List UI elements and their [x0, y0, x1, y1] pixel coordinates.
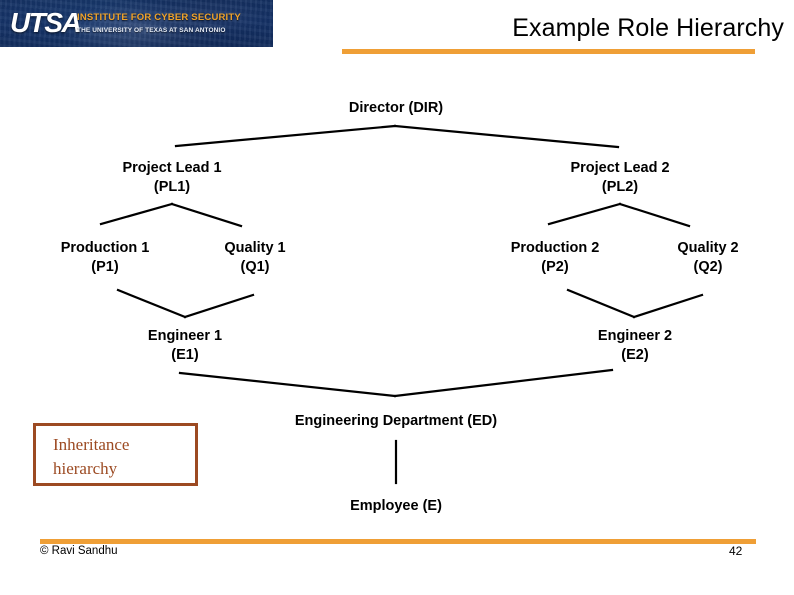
node-q2-code: (Q2) — [693, 258, 723, 275]
utsa-ics-banner: UTSA INSTITUTE FOR CYBER SECURITY THE UN… — [0, 0, 273, 47]
node-pl1-label: Project Lead 1 — [122, 160, 222, 176]
node-q2: Quality 2 (Q2) — [628, 239, 788, 277]
node-e-label: Employee (E) — [350, 498, 442, 514]
edge-q1-e1 — [183, 293, 255, 319]
edge-p1-e1 — [116, 288, 187, 319]
university-subtitle: THE UNIVERSITY OF TEXAS AT SAN ANTONIO — [77, 27, 226, 35]
node-pl2-code: (PL2) — [601, 178, 639, 195]
node-e2: Engineer 2 (E2) — [535, 327, 735, 365]
node-p2-code: (P2) — [541, 258, 569, 275]
node-q1: Quality 1 (Q1) — [175, 239, 335, 277]
node-e1-code: (E1) — [171, 346, 199, 363]
node-pl1: Project Lead 1 (PL1) — [72, 159, 272, 197]
edge-pl2-p2 — [547, 202, 622, 226]
node-pl2: Project Lead 2 (PL2) — [520, 159, 720, 197]
node-q1-label: Quality 1 — [224, 240, 286, 256]
node-dir-label: Director (DIR) — [348, 100, 444, 116]
node-q2-label: Quality 2 — [677, 240, 739, 256]
footer-rule — [40, 539, 756, 544]
node-ed: Engineering Department (ED) — [226, 412, 566, 431]
edge-pl1-p1 — [99, 202, 174, 226]
edge-dir-pl2 — [393, 124, 620, 149]
node-p1-label: Production 1 — [60, 240, 150, 256]
title-underline-rule — [342, 49, 755, 54]
edge-e2-ed — [393, 368, 614, 398]
node-p2: Production 2 (P2) — [465, 239, 645, 277]
edge-dir-pl1 — [174, 124, 397, 148]
edge-p2-e2 — [566, 288, 636, 319]
node-ed-label: Engineering Department (ED) — [294, 413, 498, 429]
edge-e1-ed — [178, 371, 397, 398]
inheritance-callout-line2: hierarchy — [53, 459, 118, 479]
node-dir: Director (DIR) — [296, 99, 496, 118]
edge-q2-e2 — [632, 293, 704, 319]
node-e2-label: Engineer 2 — [597, 328, 673, 344]
node-p1-code: (P1) — [91, 258, 119, 275]
node-pl1-code: (PL1) — [153, 178, 191, 195]
node-e2-code: (E2) — [621, 346, 649, 363]
inheritance-hierarchy-callout: Inheritance hierarchy — [33, 423, 198, 486]
banner-text-block: INSTITUTE FOR CYBER SECURITY THE UNIVERS… — [77, 12, 241, 35]
banner-background-image — [0, 0, 273, 47]
node-p1: Production 1 (P1) — [15, 239, 195, 277]
edge-pl2-q2 — [618, 202, 691, 228]
node-e1: Engineer 1 (E1) — [85, 327, 285, 365]
page-title: Example Role Hierarchy — [512, 14, 784, 42]
node-e1-label: Engineer 1 — [147, 328, 223, 344]
utsa-logo: UTSA — [10, 7, 82, 38]
node-q1-code: (Q1) — [240, 258, 270, 275]
node-p2-label: Production 2 — [510, 240, 600, 256]
inheritance-callout-line1: Inheritance — [53, 435, 130, 454]
node-pl2-label: Project Lead 2 — [570, 160, 670, 176]
footer-copyright: © Ravi Sandhu — [40, 545, 118, 557]
inheritance-callout-text: Inheritance hierarchy — [53, 433, 129, 481]
edge-pl1-q1 — [170, 202, 243, 228]
footer-page-number: 42 — [729, 544, 743, 558]
node-e: Employee (E) — [296, 497, 496, 516]
institute-title: INSTITUTE FOR CYBER SECURITY — [77, 12, 241, 23]
